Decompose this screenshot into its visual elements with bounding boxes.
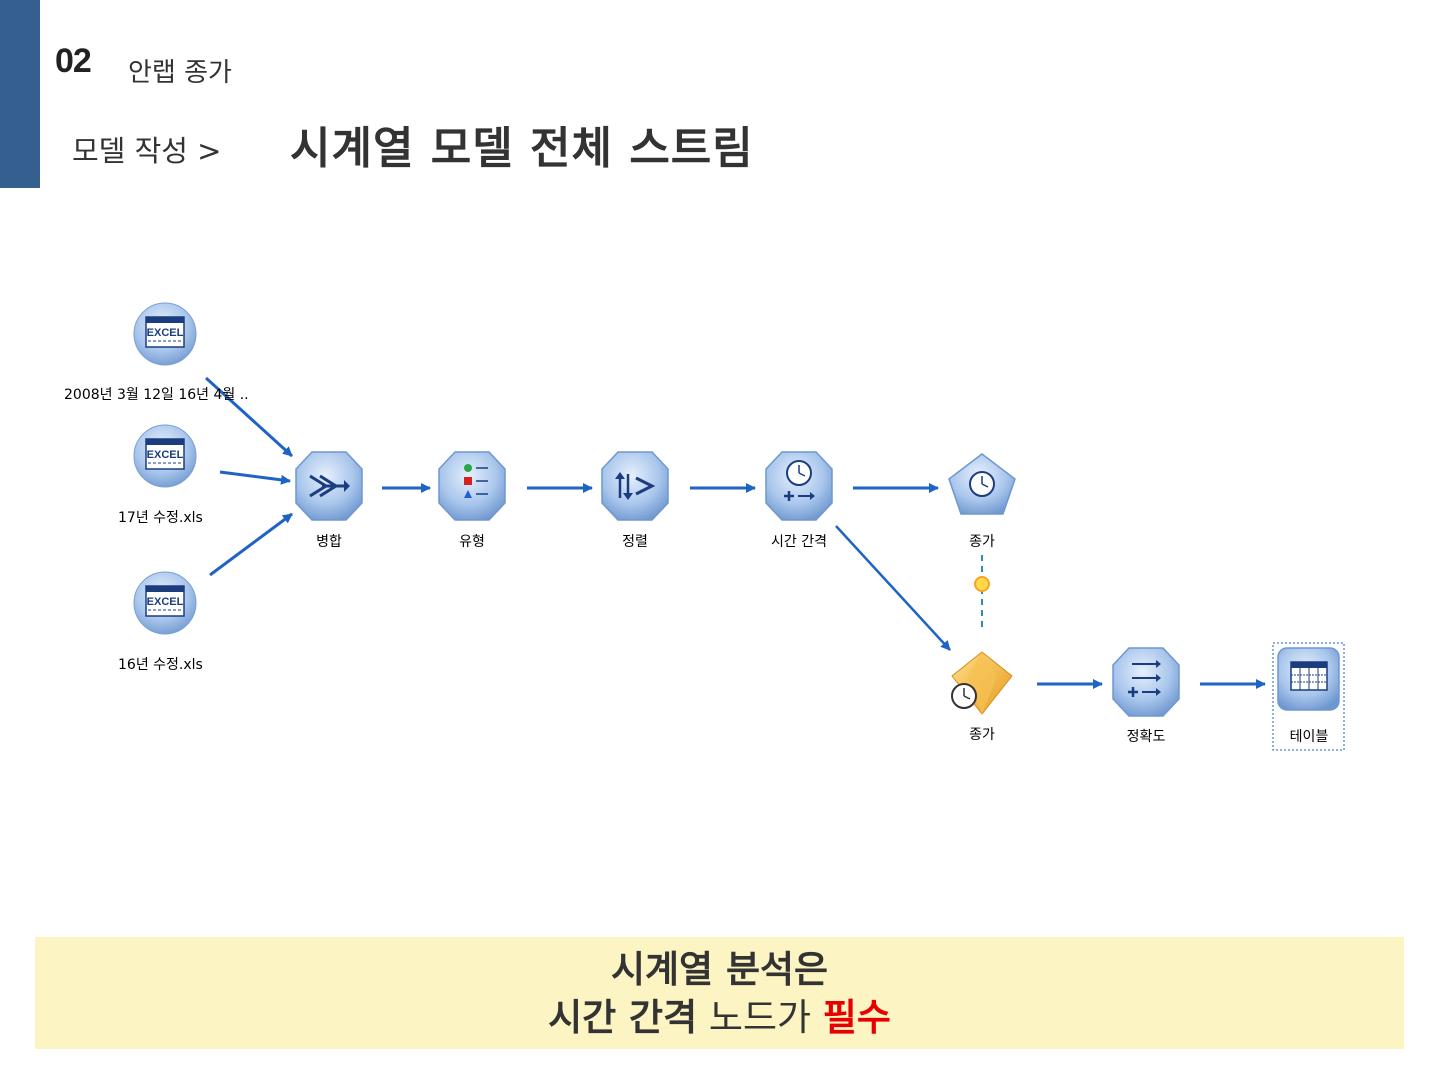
analysis-label: 정확도 xyxy=(1126,729,1166,745)
type-node[interactable] xyxy=(438,451,506,521)
type-icon xyxy=(464,464,488,498)
callout-box: 시계열 분석은 시간 간격 노드가 필수 xyxy=(35,937,1404,1049)
callout-line-1: 시계열 분석은 xyxy=(610,948,829,991)
link-source3-merge[interactable] xyxy=(209,512,293,577)
nugget-label: 종가 xyxy=(969,727,995,743)
connections xyxy=(204,376,1266,689)
sort-icon xyxy=(615,472,656,500)
excel-icon: EXCEL xyxy=(145,316,185,348)
source-node-3[interactable]: EXCEL xyxy=(133,571,197,635)
callout-mid-text: 노드가 xyxy=(697,996,823,1039)
callout-line-2: 시간 간격 노드가 필수 xyxy=(35,993,1404,1043)
sort-label: 정렬 xyxy=(622,534,648,550)
callout-bold-text: 시간 간격 xyxy=(548,996,698,1039)
merge-node[interactable] xyxy=(295,451,363,521)
link-source1-merge[interactable] xyxy=(204,376,294,458)
time-interval-icon xyxy=(784,460,815,501)
time-series-nugget-node[interactable] xyxy=(951,651,1013,715)
time-interval-label: 시간 간격 xyxy=(771,534,827,550)
svg-text:EXCEL: EXCEL xyxy=(147,449,184,461)
source-node-2[interactable]: EXCEL xyxy=(133,424,197,488)
table-node[interactable] xyxy=(1272,642,1345,751)
source-label-3: 16년 수정.xls xyxy=(118,657,203,673)
time-interval-node[interactable] xyxy=(765,451,833,521)
merge-label: 병합 xyxy=(316,534,342,550)
model-label: 종가 xyxy=(969,534,995,550)
link-source2-merge[interactable] xyxy=(219,470,291,485)
section-title: 안랩 종가 xyxy=(128,58,232,88)
breadcrumb: 모델 작성 > xyxy=(72,134,222,168)
time-series-model-node[interactable] xyxy=(948,453,1016,515)
merge-icon xyxy=(309,474,350,498)
analysis-icon xyxy=(1128,660,1161,697)
section-number: 02 xyxy=(55,42,92,80)
link-star-icon xyxy=(974,576,990,592)
excel-icon: EXCEL xyxy=(145,585,185,617)
link-timeinterval-nugget[interactable] xyxy=(835,525,951,651)
excel-icon: EXCEL xyxy=(145,438,185,470)
table-icon xyxy=(1290,661,1328,691)
svg-text:EXCEL: EXCEL xyxy=(147,596,184,608)
callout-red-text: 필수 xyxy=(822,996,891,1039)
table-label: 테이블 xyxy=(1289,729,1329,745)
analysis-node[interactable] xyxy=(1112,647,1180,717)
page-title: 시계열 모델 전체 스트림 xyxy=(290,123,754,174)
type-label: 유형 xyxy=(459,534,485,550)
sort-node[interactable] xyxy=(601,451,669,521)
clock-icon xyxy=(969,471,995,497)
accent-bar xyxy=(0,0,40,188)
source-label-2: 17년 수정.xls xyxy=(118,510,203,526)
clock-icon xyxy=(951,683,977,709)
source-label-1: 2008년 3월 12일 16년 4월 .. xyxy=(64,387,249,403)
svg-text:EXCEL: EXCEL xyxy=(147,327,184,339)
source-node-1[interactable]: EXCEL xyxy=(133,302,197,366)
